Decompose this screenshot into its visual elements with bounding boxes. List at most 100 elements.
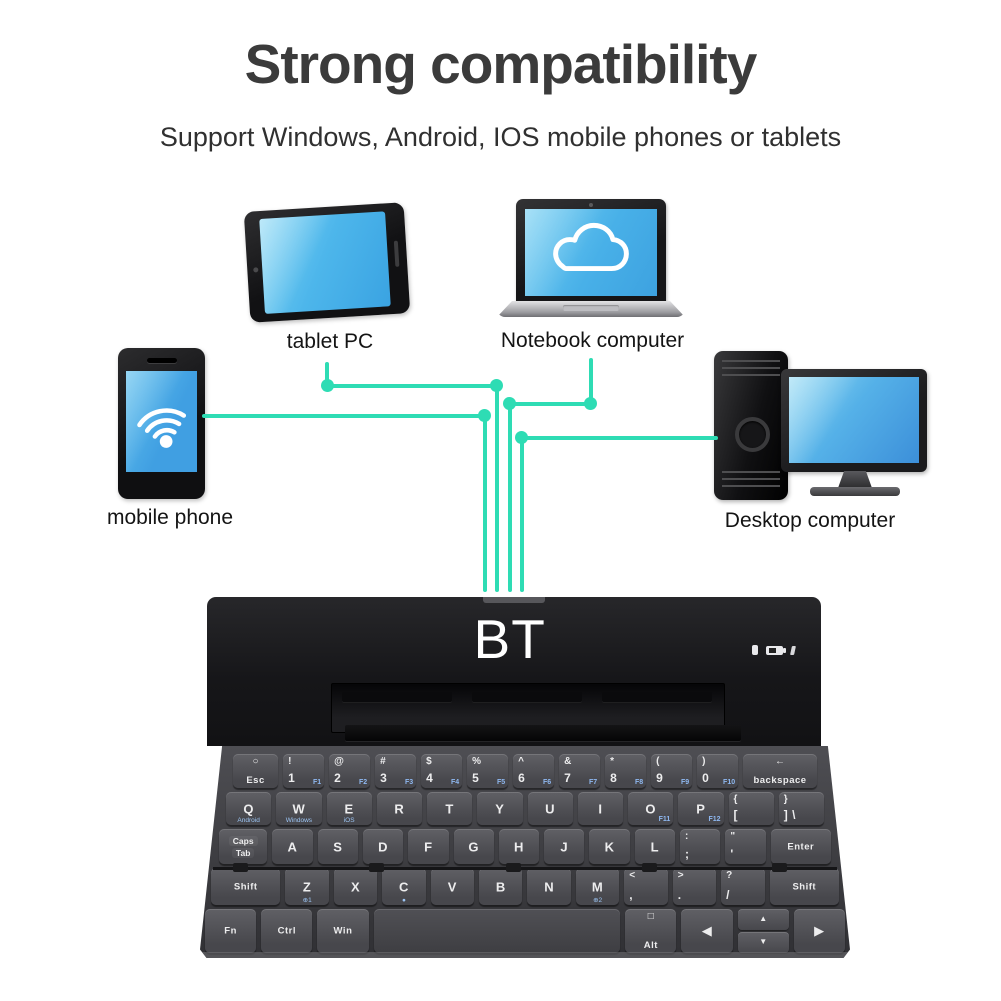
connector-node (584, 397, 597, 410)
keyboard-logo: BT (473, 608, 546, 670)
key-s: S (317, 829, 358, 864)
connector-node (515, 431, 528, 444)
key-l: L (634, 829, 676, 864)
key-b: B (479, 868, 523, 905)
notebook-touchpad (563, 305, 619, 311)
key-t: T (427, 792, 473, 825)
key-i: I (577, 792, 623, 825)
key-comma: <, (624, 868, 668, 905)
tablet-screen (259, 211, 391, 314)
key-shift-left: Shift (211, 868, 281, 905)
key-n: N (527, 868, 571, 905)
cloud-icon (553, 222, 629, 271)
charging-indicator-icon (790, 645, 796, 655)
indicator-leds (752, 645, 796, 655)
tower-vents (722, 360, 780, 378)
connector-line-phone-horizontal (202, 414, 487, 418)
notebook-camera-icon (589, 203, 593, 207)
key-ctrl: Ctrl (261, 909, 313, 953)
fold-hinge-clip (772, 863, 787, 872)
connector-node (503, 397, 516, 410)
key-g: G (453, 829, 494, 864)
key-k: K (589, 829, 630, 864)
desktop-monitor (781, 369, 927, 472)
bluetooth-indicator-icon (752, 645, 758, 655)
key-shift-right: Shift (769, 868, 839, 905)
key-alt: □Alt (625, 909, 677, 953)
tower-vents (722, 471, 780, 489)
key-c: C● (382, 868, 426, 905)
key-period: >. (672, 868, 717, 905)
connector-line-tablet-horizontal (325, 384, 499, 388)
key-space (373, 909, 621, 953)
monitor-screen (789, 377, 919, 463)
key-enter: Enter (770, 829, 832, 864)
groove-segment (602, 692, 712, 702)
page-title: Strong compatibility (244, 33, 758, 95)
groove-segment (472, 692, 582, 702)
key-z: Z⊕1 (285, 868, 329, 905)
keyboard-lid: BT (207, 597, 821, 746)
connector-line-notebook-vertical (508, 404, 512, 592)
key-r: R (376, 792, 422, 825)
key-u: U (527, 792, 573, 825)
key-h: H (498, 829, 540, 864)
key-fn: Fn (205, 909, 257, 953)
phone-speaker (146, 358, 177, 363)
connector-line-notebook-stub (589, 358, 593, 404)
connector-line-tablet-vertical (495, 386, 499, 592)
fold-hinge-clip (232, 863, 248, 872)
tablet-stand-groove (331, 683, 725, 733)
key-f: F (408, 829, 449, 864)
key-j: J (544, 829, 585, 864)
desktop-tower (714, 351, 788, 500)
groove-segment (342, 692, 452, 702)
page-subtitle: Support Windows, Android, IOS mobile pho… (159, 122, 842, 152)
key-semicolon: :; (680, 829, 721, 864)
monitor-stand-base (810, 487, 900, 496)
connector-line-desktop-horizontal (522, 436, 718, 440)
notebook-screen-frame (516, 199, 666, 303)
desktop-label: Desktop computer (724, 509, 896, 532)
notebook-screen (525, 209, 657, 296)
mobile-phone-illustration (118, 348, 205, 499)
notebook-label: Notebook computer (500, 329, 685, 352)
tablet-label: tablet PC (286, 330, 374, 353)
key-win: Win (317, 909, 369, 953)
fold-hinge-clip (505, 863, 521, 872)
key-slash: ?/ (721, 868, 765, 905)
monitor-stand-neck (838, 471, 872, 488)
connector-line-desktop-vertical (520, 438, 524, 592)
stand-bar (345, 725, 741, 741)
notebook-illustration (497, 199, 685, 323)
key-x: X (333, 868, 378, 905)
tablet-illustration (243, 202, 411, 323)
mobile-phone-label: mobile phone (106, 506, 234, 529)
tower-power-button (735, 416, 770, 452)
connector-line-phone-vertical (483, 416, 487, 592)
connector-node (490, 379, 503, 392)
connector-node (478, 409, 491, 422)
